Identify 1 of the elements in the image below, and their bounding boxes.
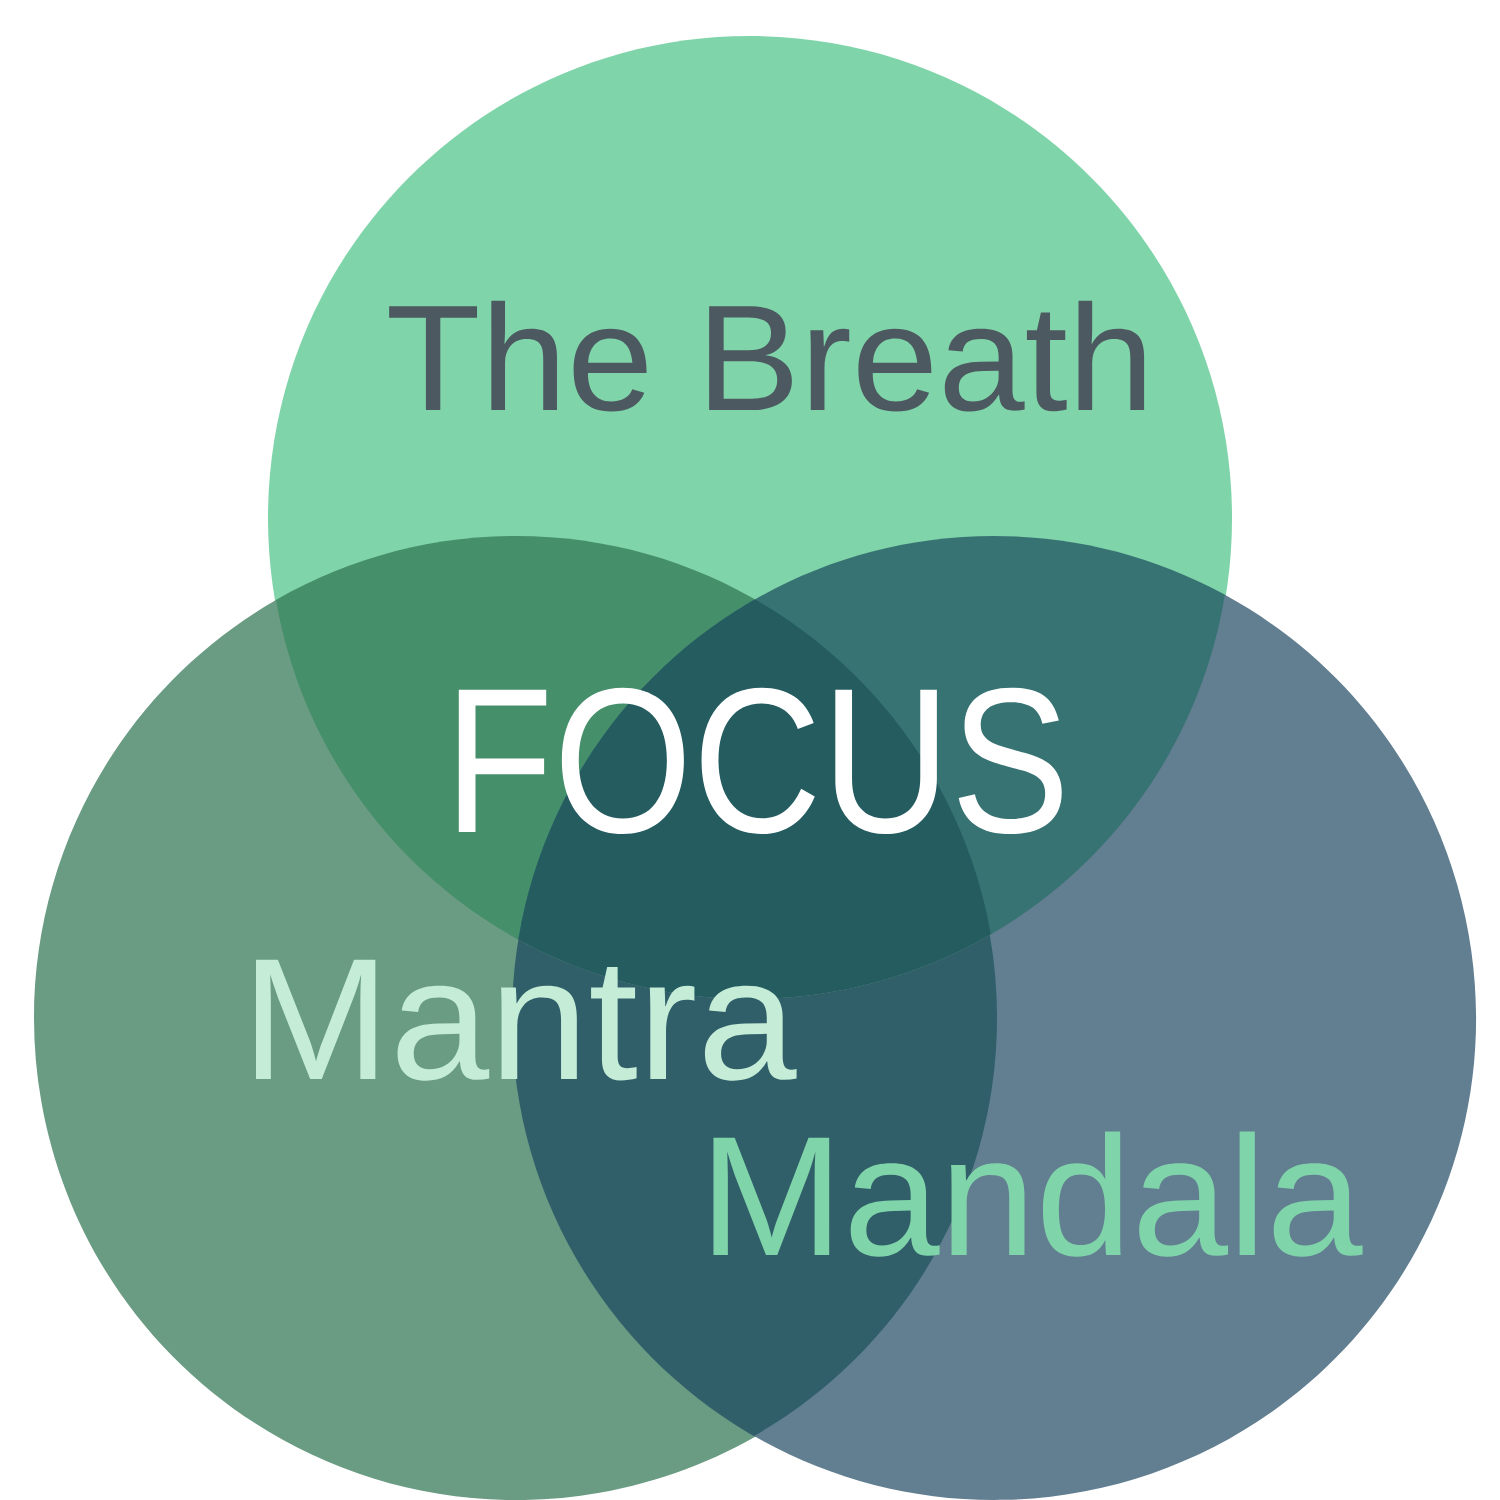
overlap-label: FOCUS [458, 687, 1062, 835]
